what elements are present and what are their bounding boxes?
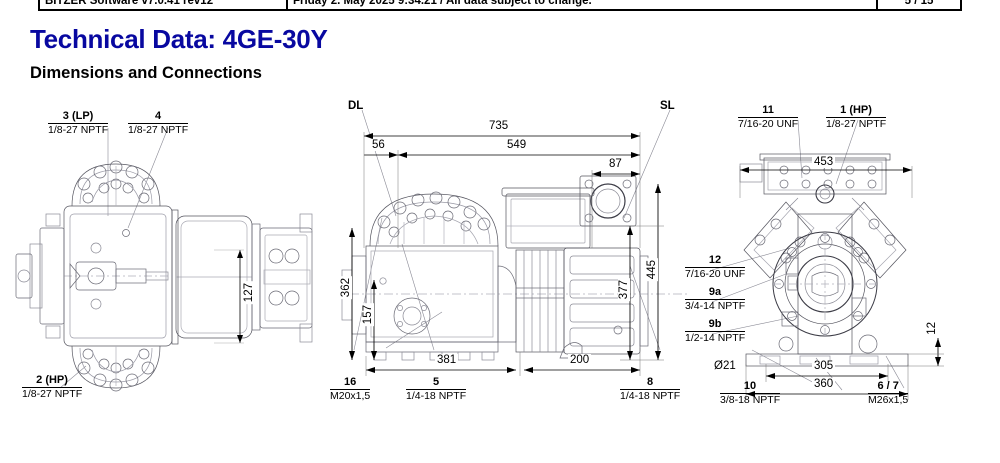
callout-5: 5 1/4-18 NPTF bbox=[406, 376, 467, 402]
dim-381: 381 bbox=[435, 354, 459, 366]
callout-9a: 9a 3/4-14 NPTF bbox=[685, 286, 746, 312]
callout-11: 11 7/16-20 UNF bbox=[738, 104, 799, 130]
dim-377: 377 bbox=[618, 278, 630, 302]
header-timestamp-cell: Friday 2. May 2025 9:34.21 / All data su… bbox=[288, 0, 878, 11]
dim-549: 549 bbox=[505, 139, 529, 151]
dim-157: 157 bbox=[362, 303, 374, 327]
top-view-drawing bbox=[15, 127, 313, 392]
dim-12: 12 bbox=[926, 320, 938, 337]
callout-3-lp: 3 (LP) 1/8-27 NPTF bbox=[48, 110, 109, 136]
dim-453: 453 bbox=[812, 156, 836, 168]
callout-9b: 9b 1/2-14 NPTF bbox=[685, 318, 746, 344]
side-view: DL SL 735 56 549 87 381 200 362 157 377 … bbox=[330, 98, 710, 438]
callout-10: 10 3/8-18 NPTF bbox=[720, 380, 781, 406]
dim-360: 360 bbox=[812, 378, 836, 390]
dim-87: 87 bbox=[607, 158, 624, 170]
top-view: 3 (LP) 1/8-27 NPTF 4 1/8-27 NPTF 2 (HP) … bbox=[0, 98, 330, 438]
callout-16: 16 M20x1,5 bbox=[330, 376, 371, 402]
end-view-drawing bbox=[711, 119, 944, 400]
callout-2-hp: 2 (HP) 1/8-27 NPTF bbox=[22, 374, 83, 400]
dim-735: 735 bbox=[487, 120, 511, 132]
callout-1-hp: 1 (HP) 1/8-27 NPTF bbox=[826, 104, 887, 130]
tag-dl: DL bbox=[348, 100, 364, 112]
dim-200: 200 bbox=[568, 354, 592, 366]
page-header-strip: BITZER Software v7.0.41 rev12 Friday 2. … bbox=[0, 0, 1000, 12]
dim-diameter-21: Ø21 bbox=[712, 360, 738, 372]
tag-sl: SL bbox=[660, 100, 675, 112]
drawings-container: 3 (LP) 1/8-27 NPTF 4 1/8-27 NPTF 2 (HP) … bbox=[0, 98, 1000, 438]
callout-8: 8 1/4-18 NPTF bbox=[620, 376, 681, 402]
callout-4: 4 1/8-27 NPTF bbox=[128, 110, 189, 136]
dim-56: 56 bbox=[370, 139, 387, 151]
callout-6-7: 6 / 7 M26x1,5 bbox=[868, 380, 909, 406]
end-view: 11 7/16-20 UNF 1 (HP) 1/8-27 NPTF 12 7/1… bbox=[685, 98, 1000, 438]
header-software-cell: BITZER Software v7.0.41 rev12 bbox=[38, 0, 288, 11]
section-title: Dimensions and Connections bbox=[30, 64, 262, 82]
dim-362: 362 bbox=[340, 276, 352, 300]
header-page-number: 5 / 15 bbox=[878, 0, 962, 11]
dim-445: 445 bbox=[646, 258, 658, 282]
dim-127: 127 bbox=[243, 281, 255, 305]
callout-12: 12 7/16-20 UNF bbox=[685, 254, 746, 280]
page-title: Technical Data: 4GE-30Y bbox=[30, 24, 328, 54]
dim-305: 305 bbox=[812, 360, 836, 372]
dim-127-line bbox=[214, 249, 244, 344]
